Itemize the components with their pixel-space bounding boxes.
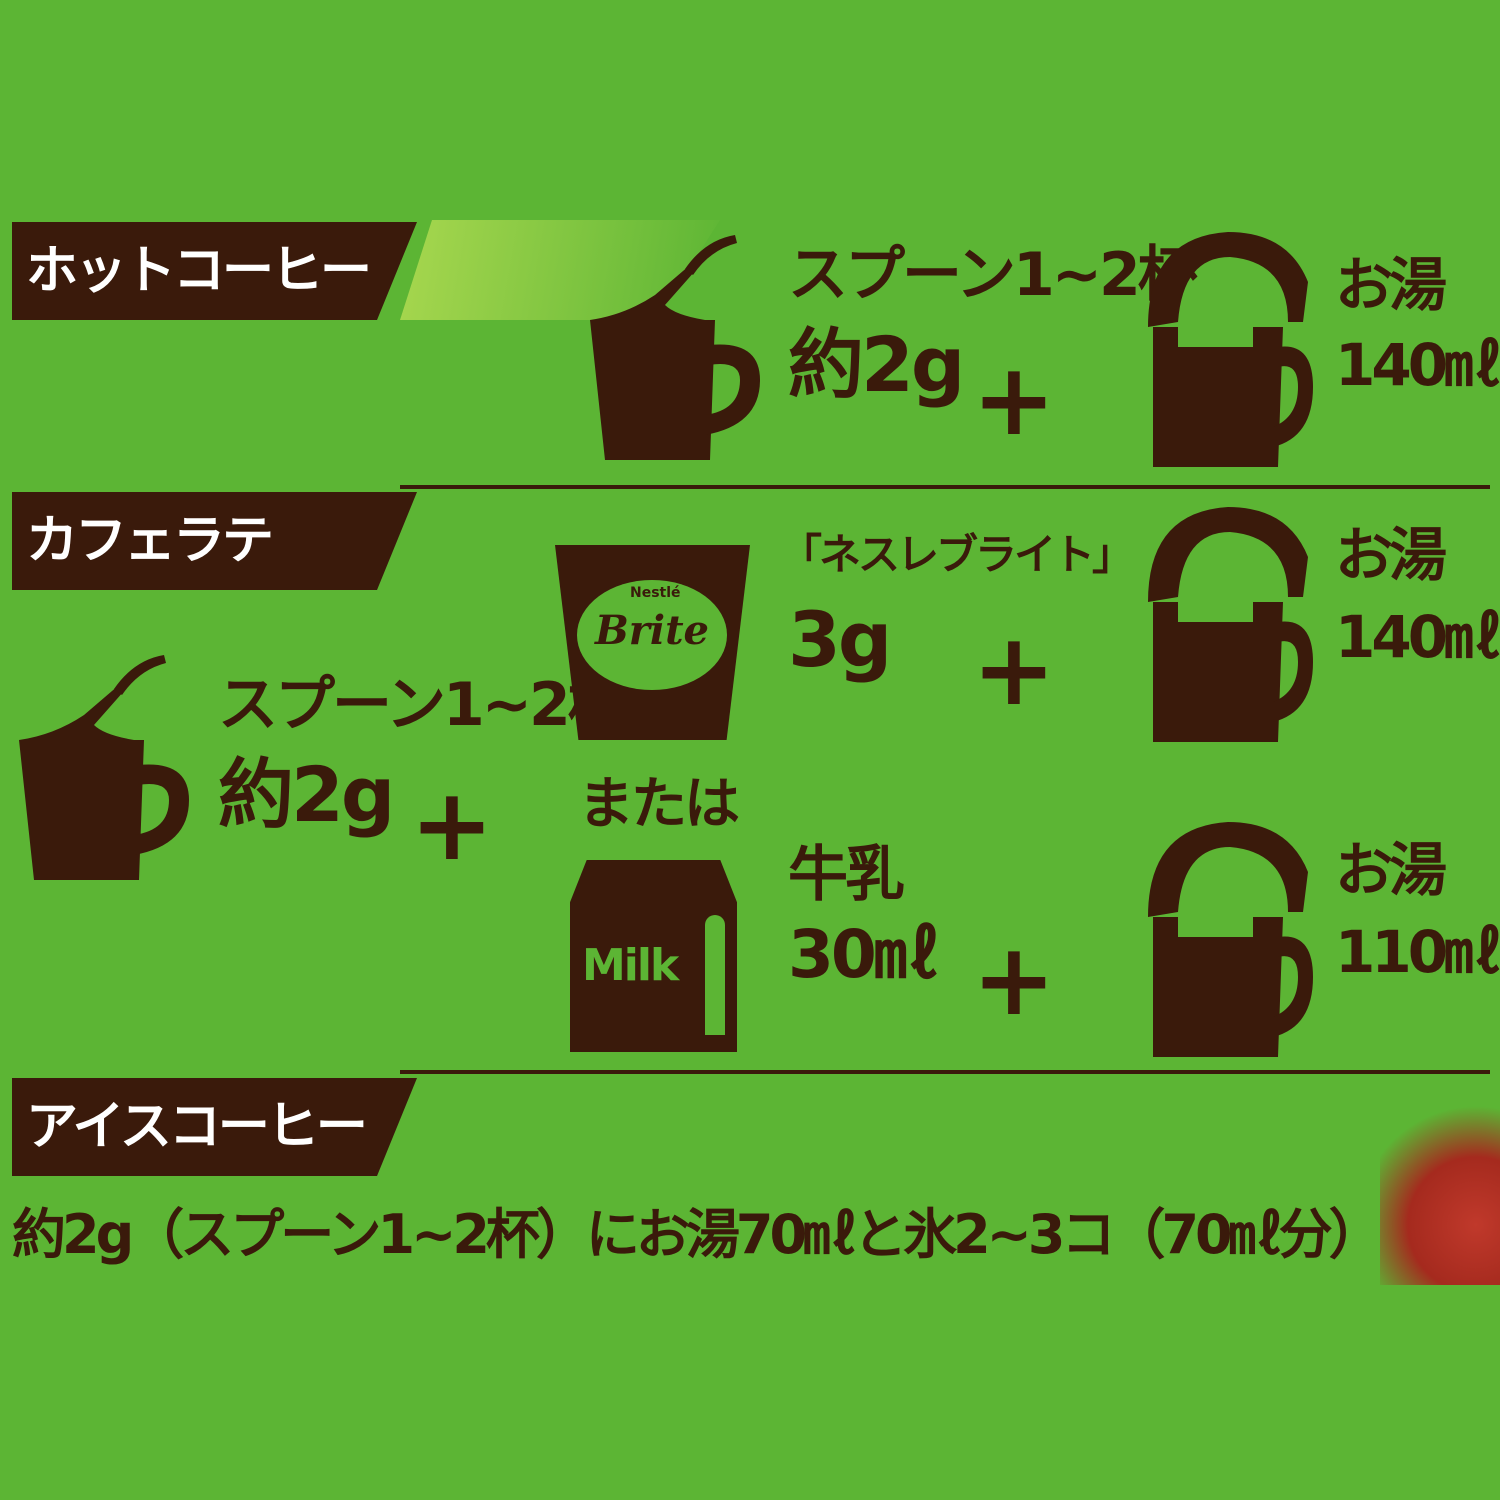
or-text: または xyxy=(578,772,740,837)
mug-with-kettle-icon xyxy=(1138,232,1313,467)
milk-carton-text: Milk xyxy=(582,940,679,991)
latte-water-label-2: お湯 xyxy=(1335,836,1447,904)
plus-sign: + xyxy=(972,341,1056,458)
mug-with-spoon-icon xyxy=(14,655,194,885)
section-label-hot-coffee: ホットコーヒー xyxy=(12,222,417,320)
brite-maker-text: Nestlé xyxy=(630,585,681,601)
plus-sign: + xyxy=(972,611,1056,728)
milk-carton-icon: Milk xyxy=(570,860,737,1052)
section-divider xyxy=(400,1070,1490,1074)
mug-with-spoon-icon xyxy=(585,235,765,465)
brite-logo-text: Brite xyxy=(595,607,710,654)
section-divider xyxy=(400,485,1490,489)
brite-creamer-jar-icon: Nestlé Brite xyxy=(555,545,750,740)
plus-sign: + xyxy=(972,921,1056,1038)
hot-coffee-amount-line1: スプーン1~2杯 xyxy=(788,240,1198,310)
mug-with-kettle-icon xyxy=(1138,822,1313,1057)
latte-water-label-1: お湯 xyxy=(1335,521,1447,589)
latte-water-amount-2: 110㎖ xyxy=(1335,918,1500,986)
milk-label: 牛乳 xyxy=(788,840,905,910)
plus-sign: + xyxy=(410,766,494,883)
hot-water-amount: 140㎖ xyxy=(1335,331,1500,399)
mug-with-kettle-icon xyxy=(1138,507,1313,742)
latte-coffee-amount-line2: 約2g xyxy=(218,750,395,839)
iced-coffee-instruction: 約2g（スプーン1~2杯）にお湯70㎖と氷2~3コ（70㎖分） xyxy=(12,1203,1383,1266)
hot-coffee-amount-line2: 約2g xyxy=(788,320,965,409)
creamer-name: 「ネスレブライト」 xyxy=(780,530,1134,579)
section-label-cafe-latte: カフェラテ xyxy=(12,492,417,590)
milk-amount: 30㎖ xyxy=(788,916,940,993)
decorative-red-graphic xyxy=(1380,1085,1500,1285)
latte-water-amount-1: 140㎖ xyxy=(1335,603,1500,671)
section-label-iced-coffee: アイスコーヒー xyxy=(12,1078,417,1176)
hot-water-label: お湯 xyxy=(1335,251,1447,319)
latte-coffee-amount-line1: スプーン1~2杯 xyxy=(218,670,628,740)
creamer-amount: 3g xyxy=(788,595,892,684)
